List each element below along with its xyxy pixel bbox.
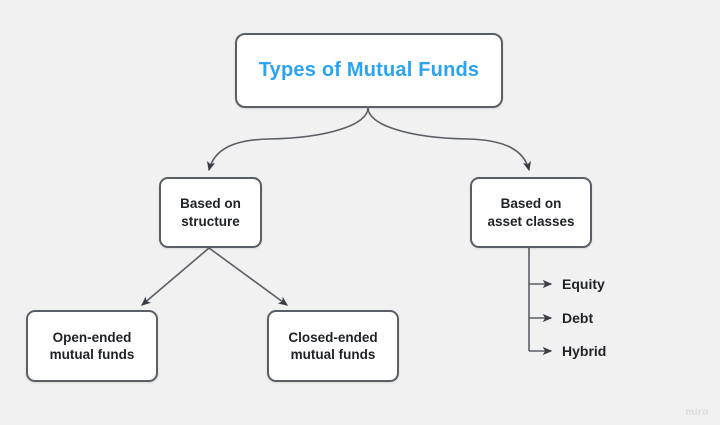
branch-label-hybrid[interactable]: Hybrid (562, 343, 607, 359)
miro-watermark: miro (685, 407, 709, 418)
node-label: Based on structure (180, 196, 241, 229)
node-label: Closed-ended mutual funds (288, 329, 378, 362)
node-label: Based on asset classes (487, 196, 575, 229)
edge-root-to-asset (367, 107, 532, 172)
branch-label-debt[interactable]: Debt (562, 310, 594, 326)
node-types-of-mutual-funds[interactable]: Types of Mutual Funds (235, 33, 503, 108)
node-label: Open-ended mutual funds (49, 329, 135, 362)
edge-structure-to-open (141, 247, 210, 306)
node-label: Types of Mutual Funds (258, 58, 480, 81)
branch-label-equity[interactable]: Equity (562, 276, 605, 292)
node-closed-ended-mutual-funds[interactable]: Closed-ended mutual funds (267, 310, 399, 382)
edge-root-to-structure (206, 107, 369, 172)
node-based-on-asset-classes[interactable]: Based on asset classes (470, 177, 592, 248)
edge-structure-to-closed (208, 247, 289, 306)
node-based-on-structure[interactable]: Based on structure (159, 177, 262, 248)
node-open-ended-mutual-funds[interactable]: Open-ended mutual funds (26, 310, 158, 382)
